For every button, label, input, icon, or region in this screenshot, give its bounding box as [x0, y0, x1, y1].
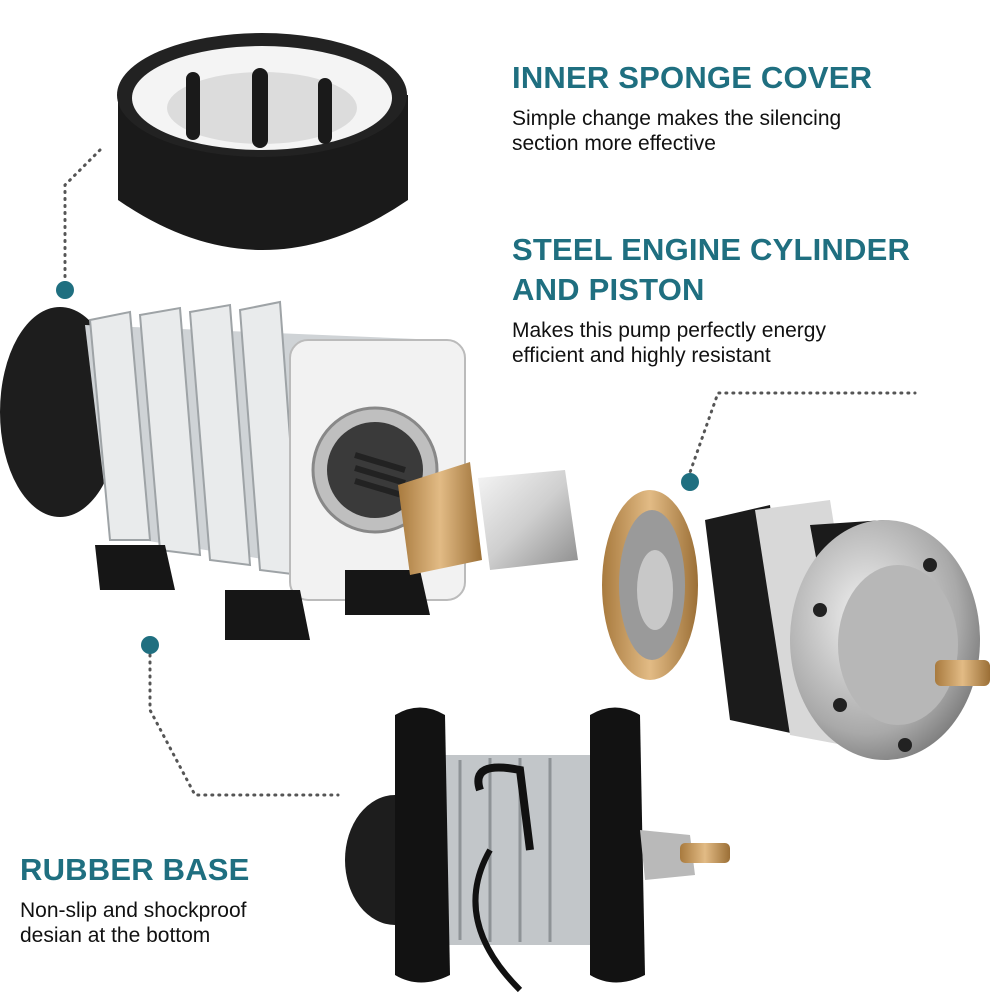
feature-steel-engine-cylinder: STEEL ENGINE CYLINDER AND PISTON Makes t… [512, 230, 992, 368]
sponge-cover-image [117, 33, 408, 250]
feature-title: INNER SPONGE COVER [512, 60, 873, 95]
feature-title: STEEL ENGINE CYLINDER AND PISTON [512, 232, 911, 307]
feature-inner-sponge-cover: INNER SPONGE COVER Simple change makes t… [512, 58, 982, 156]
feature-description: Non-slip and shockproof desian at the bo… [20, 899, 247, 947]
pump-body-image [0, 300, 466, 640]
rubber-base-image [345, 707, 730, 993]
piston-image [398, 462, 698, 680]
cylinder-head-image [705, 500, 990, 760]
feature-rubber-base: RUBBER BASE Non-slip and shockproof desi… [20, 850, 350, 948]
connector-lines [63, 148, 917, 797]
feature-description: Makes this pump perfectly energy efficie… [512, 319, 826, 367]
feature-title: RUBBER BASE [20, 852, 250, 887]
connector-dots [56, 281, 699, 654]
feature-description: Simple change makes the silencing sectio… [512, 107, 842, 155]
